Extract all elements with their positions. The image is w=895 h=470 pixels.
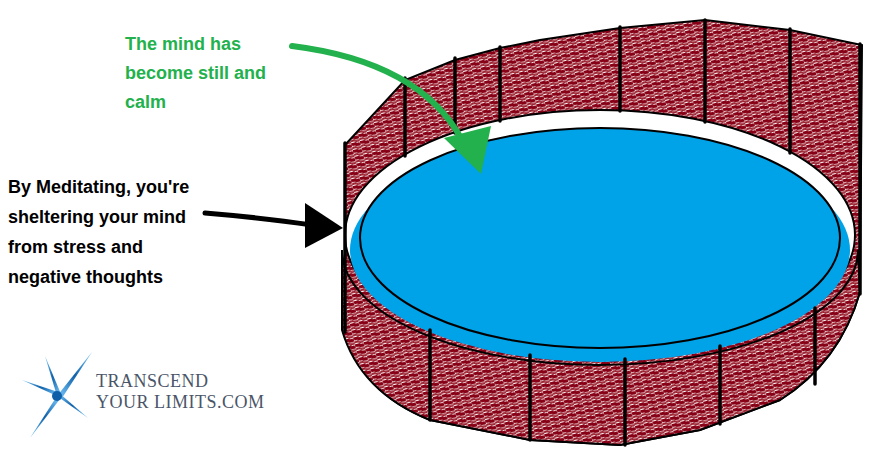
arrow-head bbox=[444, 126, 491, 174]
callout-text: By Meditating, you're sheltering your mi… bbox=[8, 172, 192, 292]
fence-post bbox=[718, 346, 722, 424]
logo-ray bbox=[57, 352, 92, 398]
logo-star bbox=[22, 352, 92, 438]
fence-post bbox=[813, 308, 817, 384]
fence-post bbox=[623, 359, 627, 445]
fence-front bbox=[342, 250, 860, 445]
arrow-head bbox=[305, 203, 343, 248]
fence-post bbox=[428, 330, 432, 420]
callout-text: The mind has become still and calm bbox=[125, 30, 295, 117]
leader-arrow bbox=[205, 213, 312, 225]
fence-post bbox=[703, 20, 707, 122]
pool-water bbox=[360, 128, 840, 348]
logo-text: TRANSCEND bbox=[96, 371, 256, 391]
logo-text: YOUR LIMITS.COM bbox=[96, 392, 296, 412]
fence-post bbox=[498, 47, 502, 121]
logo-ray bbox=[30, 396, 60, 438]
front-fence-posts bbox=[345, 44, 860, 445]
logo-core bbox=[52, 391, 62, 401]
fence-post bbox=[618, 27, 622, 111]
fence-post bbox=[403, 78, 407, 156]
leader-arrow bbox=[292, 46, 462, 140]
logo-ray bbox=[45, 356, 61, 396]
logo-ray bbox=[22, 380, 58, 396]
fence-post bbox=[788, 29, 792, 153]
fence-post bbox=[528, 355, 532, 440]
fence-post bbox=[343, 143, 347, 332]
fence-post bbox=[858, 44, 862, 294]
